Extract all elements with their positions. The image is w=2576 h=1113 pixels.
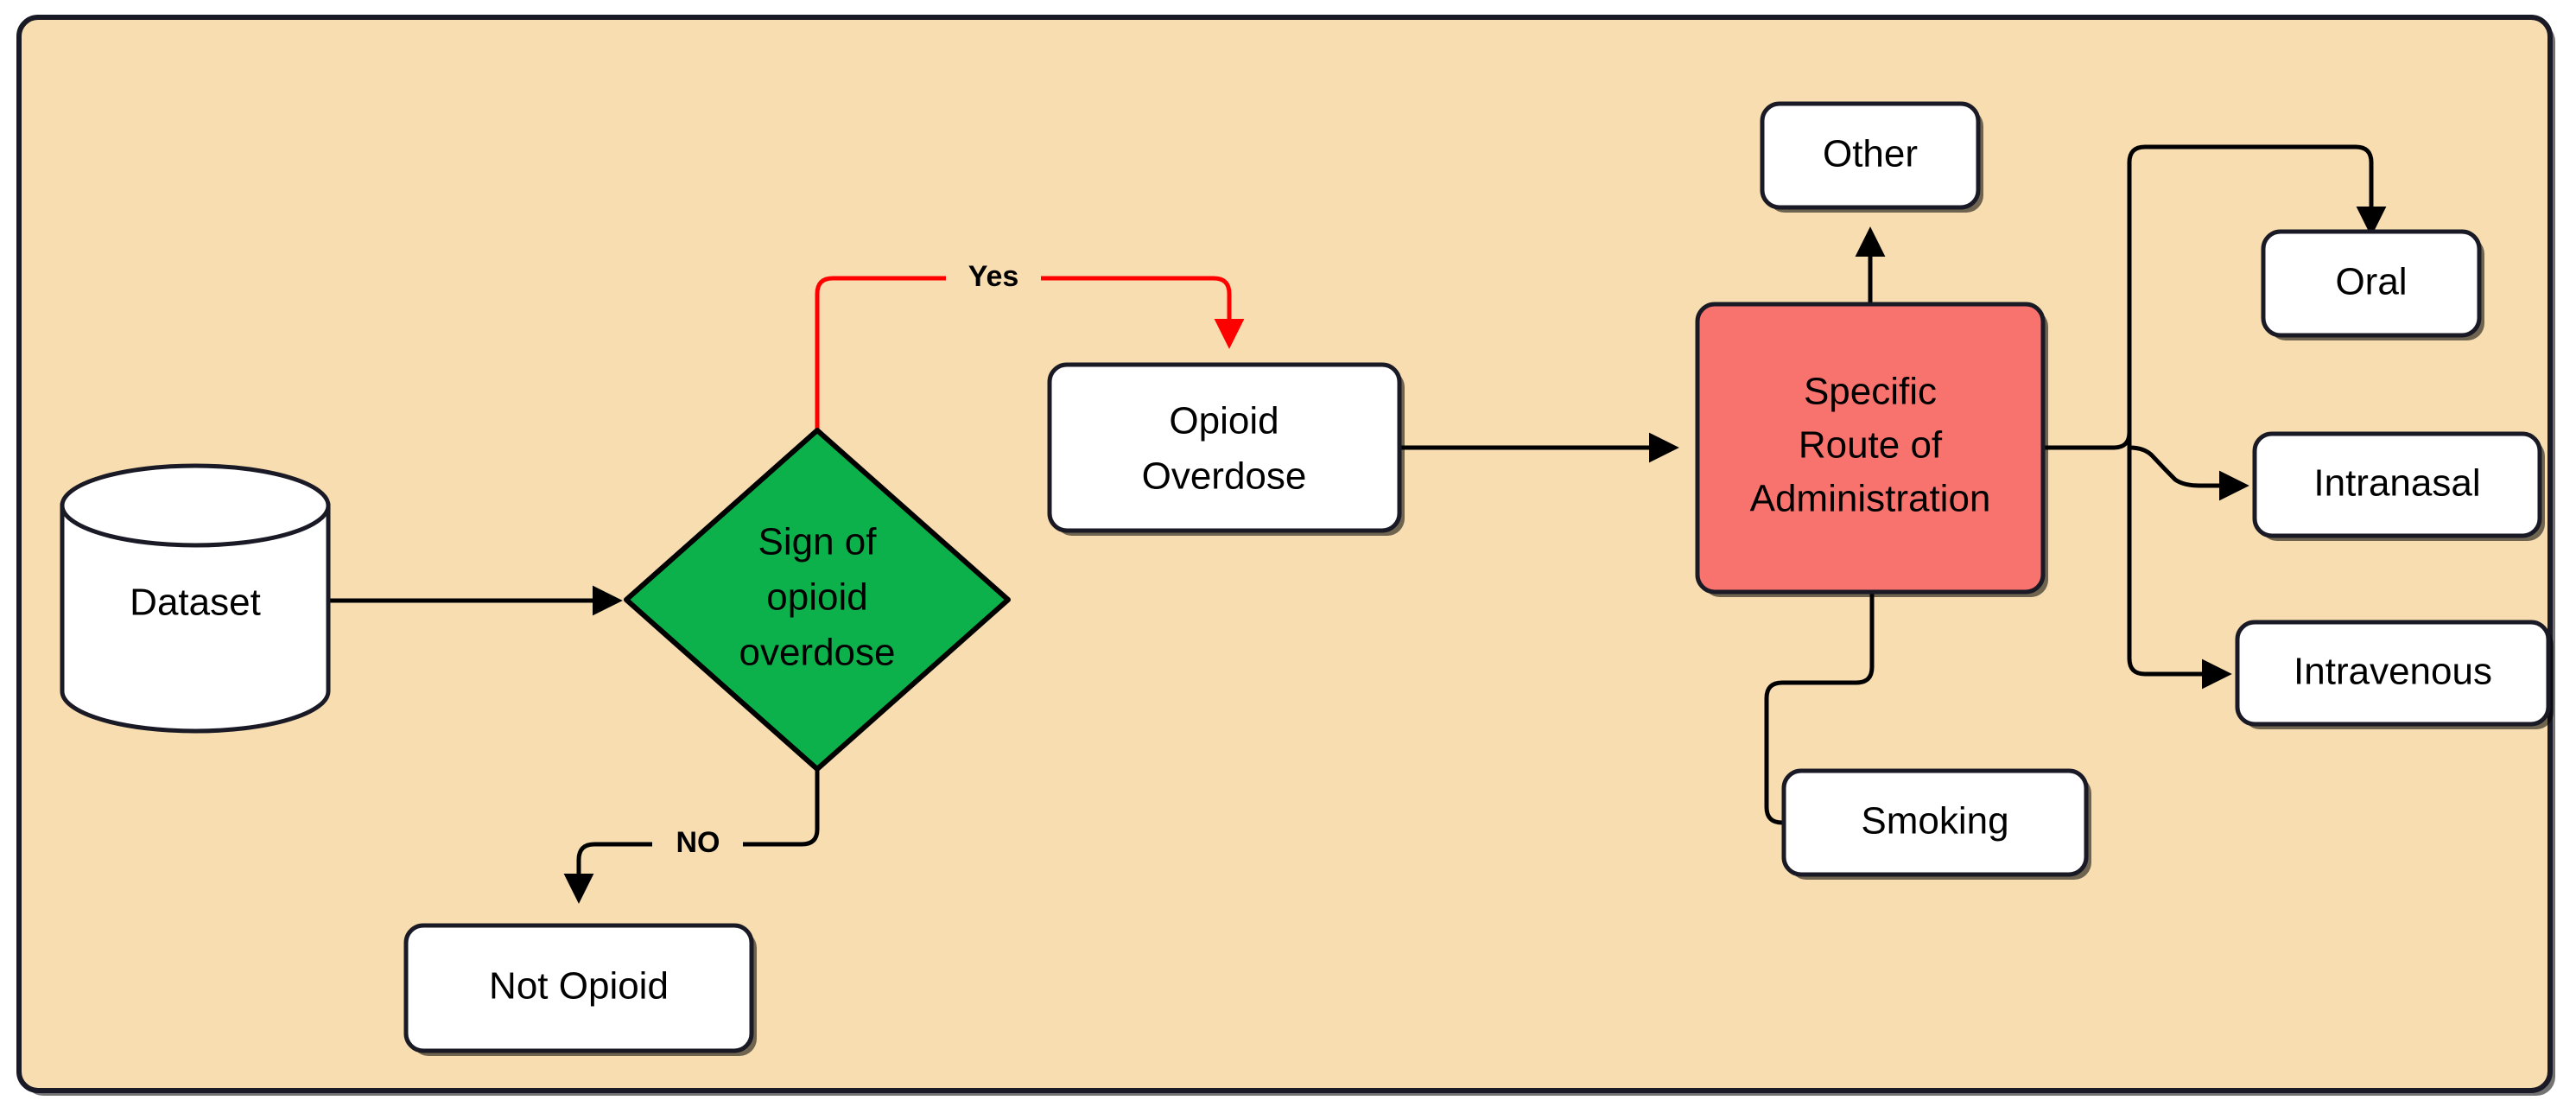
diagram-frame xyxy=(16,15,2553,1093)
node-other[interactable]: Other xyxy=(1760,101,1983,213)
edge-label-no: NO xyxy=(676,826,720,859)
node-opioid-overdose-label-line2: Overdose xyxy=(1142,455,1307,498)
edge-route-to-intranasal xyxy=(2129,445,2249,501)
yes-label-backing xyxy=(946,259,1041,297)
node-decision-label-line1: Sign of xyxy=(758,521,878,563)
node-decision-label-line3: overdose xyxy=(739,632,895,674)
node-decision-label-line2: opioid xyxy=(766,576,867,619)
node-intravenous[interactable]: Intravenous xyxy=(2235,620,2554,729)
node-opioid-overdose[interactable]: Opioid Overdose xyxy=(1047,362,1405,536)
node-dataset[interactable]: Dataset xyxy=(60,463,331,734)
node-route-label-line2: Route of xyxy=(1799,424,1943,467)
node-intranasal[interactable]: Intranasal xyxy=(2252,431,2545,541)
node-dataset-label: Dataset xyxy=(130,582,261,624)
edge-label-yes: Yes xyxy=(968,260,1019,293)
edge-route-to-oral xyxy=(2127,144,2387,448)
node-intranasal-label: Intranasal xyxy=(2313,462,2480,505)
node-intravenous-label: Intravenous xyxy=(2294,651,2492,693)
edge-route-to-intravenous xyxy=(2127,448,2232,690)
edge-route-to-smoking xyxy=(1764,592,1875,838)
node-route-label-line3: Administration xyxy=(1750,478,1991,520)
node-decision-sign-of-opioid-overdose[interactable]: Sign of opioid overdose xyxy=(624,428,1011,772)
node-oral-label: Oral xyxy=(2335,261,2407,303)
node-not-opioid[interactable]: Not Opioid xyxy=(403,923,757,1056)
node-route-label-line1: Specific xyxy=(1804,371,1937,413)
node-specific-route-of-administration[interactable]: Specific Route of Administration xyxy=(1695,302,2048,597)
node-smoking[interactable]: Smoking xyxy=(1781,768,2091,880)
edge-decision-to-notopioid-no: NO xyxy=(563,769,820,904)
node-not-opioid-label: Not Opioid xyxy=(489,965,669,1008)
node-other-label: Other xyxy=(1823,133,1918,175)
node-opioid-overdose-label-line1: Opioid xyxy=(1169,400,1278,442)
no-label-backing xyxy=(652,825,743,863)
node-smoking-label: Smoking xyxy=(1861,800,2008,843)
edge-decision-to-overdose-yes: Yes xyxy=(815,259,1245,432)
node-oral[interactable]: Oral xyxy=(2261,229,2484,340)
